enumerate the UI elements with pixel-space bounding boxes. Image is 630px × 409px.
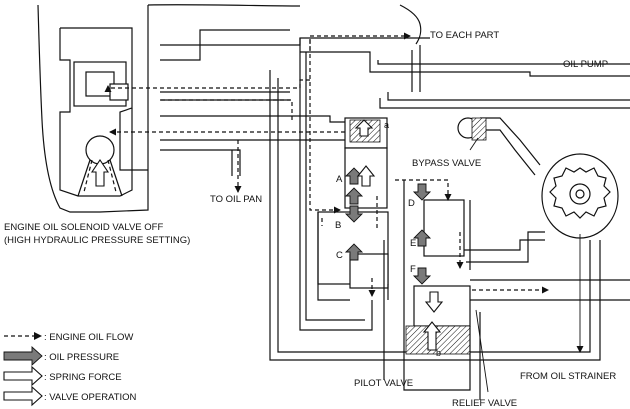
spring-valve-arrows <box>354 119 444 351</box>
legend-valve-operation-icon <box>3 385 43 407</box>
pressure-arrow-B-lower <box>344 205 364 223</box>
pressure-arrow-D <box>412 183 432 201</box>
legend-spring-force: : SPRING FORCE <box>44 372 122 383</box>
label-oil-pump: OIL PUMP <box>563 59 608 70</box>
label-to-each-part: TO EACH PART <box>430 30 499 41</box>
label-pilot-valve: PILOT VALVE <box>354 378 413 389</box>
pressure-arrow-F <box>412 267 432 285</box>
leader-lines <box>383 137 584 393</box>
legend: : ENGINE OIL FLOW : OIL PRESSURE : SPRIN… <box>3 332 137 407</box>
piping <box>160 29 630 361</box>
valve-operation-arrow-relief <box>424 291 444 313</box>
legend-spring-force-icon <box>3 365 43 387</box>
oil-pump <box>541 153 619 239</box>
valve-operation-arrow-pilot <box>356 165 376 187</box>
engine-oil-flow-paths <box>104 32 549 297</box>
label-to-oil-pan: TO OIL PAN <box>210 194 262 205</box>
relief-valve <box>403 180 481 400</box>
point-A: A <box>336 174 343 185</box>
label-solenoid-line2: (HIGH HYDRAULIC PRESSURE SETTING) <box>4 235 190 246</box>
oil-pressure-arrows <box>344 167 432 285</box>
label-bypass-valve: BYPASS VALVE <box>412 158 481 169</box>
pressure-arrow-A <box>344 167 364 185</box>
point-a: a <box>384 120 389 130</box>
point-F: F <box>410 264 416 275</box>
label-from-oil-strainer: FROM OIL STRAINER <box>520 371 616 382</box>
solenoid-valve-operation-arrow <box>90 159 110 187</box>
pressure-arrow-B-upper <box>344 187 364 205</box>
pressure-arrow-C <box>344 243 364 261</box>
engine-housing <box>37 4 422 213</box>
legend-engine-oil-flow: : ENGINE OIL FLOW <box>44 332 133 343</box>
spring-arrow-b <box>422 321 442 351</box>
bypass-valve <box>457 117 487 141</box>
point-b: b <box>436 348 441 358</box>
legend-valve-operation: : VALVE OPERATION <box>44 392 137 403</box>
point-B: B <box>335 220 341 231</box>
point-D: D <box>408 198 415 209</box>
point-C: C <box>336 250 343 261</box>
legend-oil-pressure: : OIL PRESSURE <box>44 352 119 363</box>
label-relief-valve: RELIEF VALVE <box>452 398 517 409</box>
pressure-arrow-E <box>412 229 432 247</box>
engine-oil-solenoid-valve <box>73 61 129 197</box>
label-solenoid-line1: ENGINE OIL SOLENOID VALVE OFF <box>4 222 163 233</box>
spring-arrow-a <box>354 119 374 137</box>
legend-oil-pressure-icon <box>3 345 43 367</box>
point-E: E <box>410 238 416 249</box>
